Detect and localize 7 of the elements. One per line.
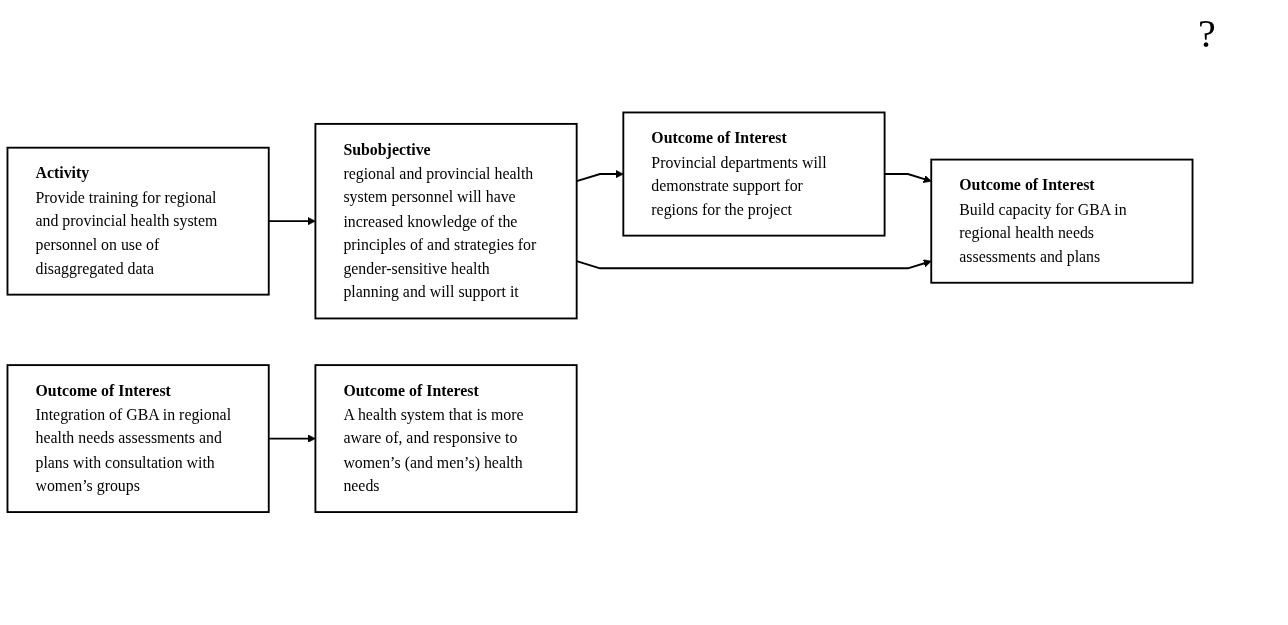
node-box: Outcome of Interest Provincial departments will demonstrate support for regions for the project xyxy=(622,111,886,237)
node-box: Subobjective regional and provincial health system personnel will have increased knowledge of the principles of and strategies for gender-sensitive health planning and will support it xyxy=(314,123,578,320)
question-mark: ? xyxy=(1198,10,1217,57)
node-box: Outcome of Interest Integration of GBA in regional health needs assessments and plans with consultation with women’s groups xyxy=(6,364,270,514)
node-box: Activity Provide training for regional and provincial health system personnel on use of disaggregated data xyxy=(6,147,270,296)
node-box: Outcome of Interest Build capacity for GBA in regional health needs assessments and plans xyxy=(930,158,1194,284)
node-box: Outcome of Interest A health system that is more aware of, and responsive to women’s (and men’s) health needs xyxy=(314,364,578,514)
